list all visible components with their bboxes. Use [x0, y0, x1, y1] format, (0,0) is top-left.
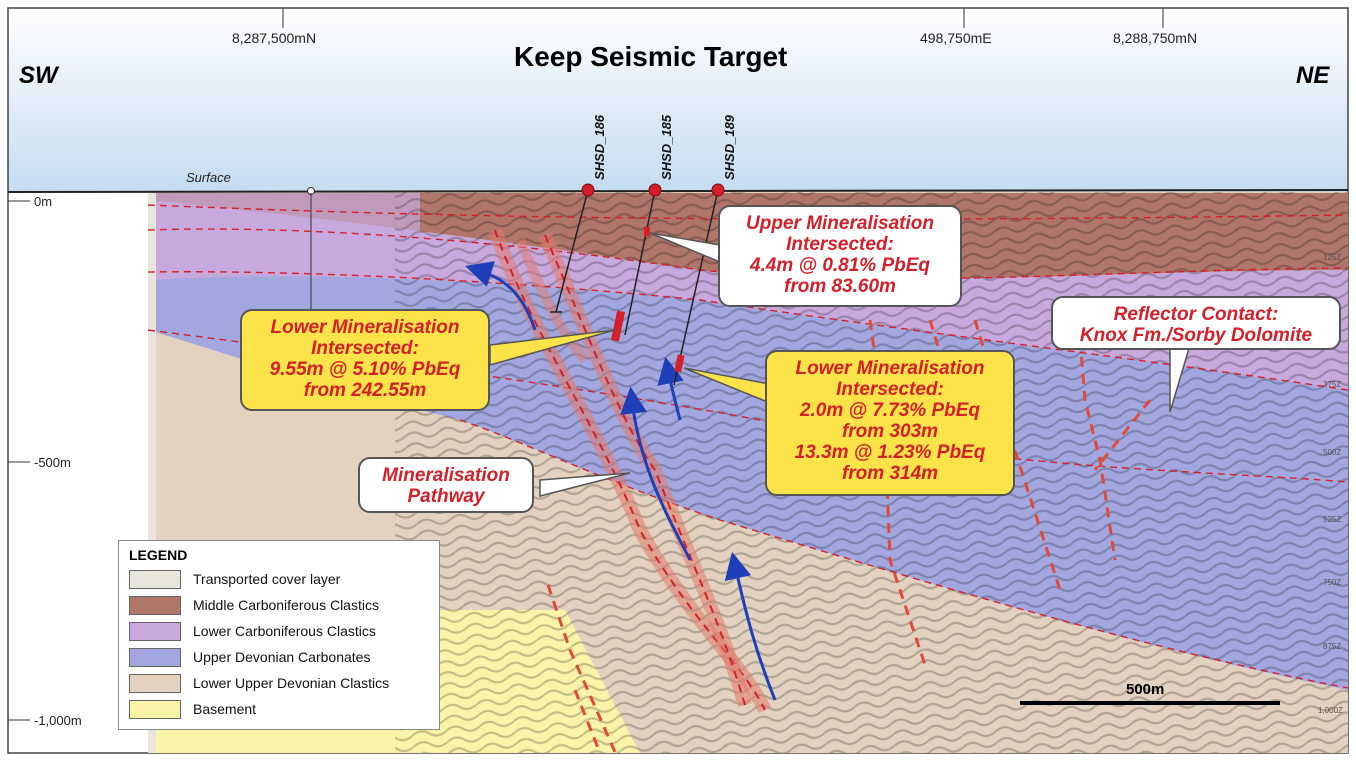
depth-label-1000: -1,000m	[34, 713, 82, 728]
legend-item: Middle Carboniferous Clastics	[129, 592, 429, 618]
surface-line	[7, 189, 1349, 193]
right-scale-label: 525Z	[1323, 515, 1342, 524]
legend-swatch	[129, 699, 181, 719]
legend-item: Upper Devonian Carbonates	[129, 644, 429, 670]
right-scale-label: 375Z	[1323, 380, 1342, 389]
figure-title: Keep Seismic Target	[514, 41, 788, 72]
legend-label: Upper Devonian Carbonates	[193, 649, 371, 665]
drillhole-label-185: SHSD_185	[659, 114, 674, 180]
surface-label: Surface	[186, 170, 231, 185]
callout-lower-mineralisation-right: Lower Mineralisation Intersected: 2.0m @…	[765, 350, 1015, 496]
layer-lower-carb-left	[148, 193, 420, 240]
direction-right: NE	[1296, 62, 1330, 89]
direction-left: SW	[19, 62, 58, 89]
legend-item: Lower Upper Devonian Clastics	[129, 670, 429, 696]
coord-label-2: 498,750mE	[920, 30, 992, 46]
legend-label: Basement	[193, 701, 257, 717]
legend-label: Lower Carboniferous Clastics	[193, 623, 376, 639]
legend-swatch	[129, 647, 181, 667]
right-scale-label: 500Z	[1323, 448, 1342, 457]
callout-mineralisation-pathway: Mineralisation Pathway	[358, 457, 534, 513]
drillhole-traces	[550, 183, 725, 386]
right-scale-label: 750Z	[1323, 578, 1342, 587]
legend-swatch	[129, 569, 181, 589]
legend-swatch	[129, 595, 181, 615]
right-scale-label: 125Z	[1323, 253, 1342, 262]
depth-label-0: 0m	[34, 194, 53, 209]
legend-label: Transported cover layer	[193, 571, 341, 587]
right-scale-label: 875Z	[1323, 642, 1342, 651]
drillhole-label-186: SHSD_186	[592, 114, 607, 180]
callout-leaders	[489, 329, 776, 407]
legend-swatch	[129, 621, 181, 641]
coord-label-1: 8,287,500mN	[232, 30, 317, 46]
right-scale-label: 1,000Z	[1318, 706, 1343, 715]
depth-ticks	[8, 200, 30, 721]
callout-leaders-white	[539, 232, 1192, 497]
flow-arrows	[465, 261, 777, 701]
sky-band	[8, 8, 1348, 192]
callout-reflector-contact: Reflector Contact: Knox Fm./Sorby Dolomi…	[1051, 296, 1341, 350]
legend-title: LEGEND	[129, 547, 188, 563]
coord-label-3: 8,288,750mN	[1113, 30, 1198, 46]
legend-label: Lower Upper Devonian Clastics	[193, 675, 390, 691]
depth-label-500: -500m	[34, 455, 71, 470]
coord-ticks	[282, 8, 1164, 28]
legend-item: Basement	[129, 696, 429, 722]
layer-transported-cover	[148, 192, 156, 753]
legend-item: Lower Carboniferous Clastics	[129, 618, 429, 644]
legend-label: Middle Carboniferous Clastics	[193, 597, 379, 613]
callout-upper-mineralisation: Upper Mineralisation Intersected: 4.4m @…	[718, 205, 962, 307]
drillhole-label-189: SHSD_189	[722, 114, 737, 180]
legend-swatch	[129, 673, 181, 693]
legend-item: Transported cover layer	[129, 566, 429, 592]
scale-bar-label: 500m	[1126, 681, 1165, 698]
callout-lower-mineralisation-left: Lower Mineralisation Intersected: 9.55m …	[240, 309, 490, 411]
